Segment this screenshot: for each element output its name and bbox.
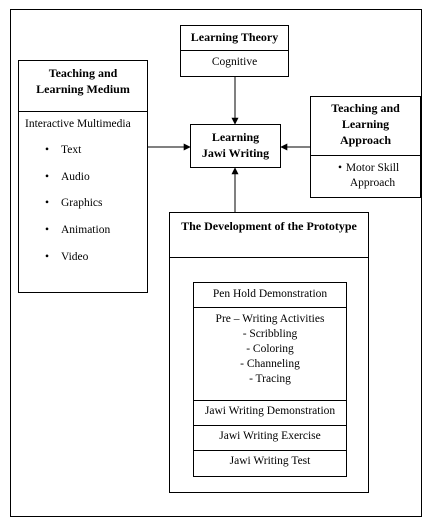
- approach-title-line-3: Approach: [339, 133, 392, 147]
- learning-jawi-writing-box: Learning Jawi Writing: [190, 124, 281, 168]
- approach-divider: [311, 155, 420, 156]
- pre-writing-channeling: - Channeling: [240, 358, 300, 370]
- step-divider: [194, 450, 346, 451]
- approach-title-line-1: Teaching and: [331, 101, 400, 115]
- center-title-line-1: Learning: [211, 130, 260, 144]
- teaching-medium-title-line-2: Learning Medium: [36, 82, 130, 96]
- list-item: Graphics: [19, 196, 147, 211]
- learning-theory-item: Cognitive: [211, 56, 258, 68]
- list-item: Animation: [19, 223, 147, 238]
- approach-bullet: •: [338, 162, 343, 174]
- prototype-box: The Development of the Prototype Pen Hol…: [169, 212, 369, 493]
- teaching-medium-box: Teaching and Learning Medium Interactive…: [18, 60, 148, 293]
- learning-theory-box: Learning Theory Cognitive: [180, 25, 289, 77]
- approach-item-line-1: Motor Skill: [345, 162, 400, 174]
- prototype-steps-box: Pen Hold Demonstration Pre – Writing Act…: [193, 282, 347, 477]
- step-exercise: Jawi Writing Exercise: [219, 430, 321, 442]
- step-divider: [194, 307, 346, 308]
- center-title-line-2: Jawi Writing: [201, 146, 270, 160]
- step-demonstration: Jawi Writing Demonstration: [204, 405, 336, 417]
- prototype-divider: [170, 257, 368, 258]
- learning-theory-divider: [181, 50, 288, 51]
- diagram-frame: [10, 9, 422, 517]
- step-test: Jawi Writing Test: [229, 455, 311, 467]
- teaching-medium-divider: [19, 111, 147, 112]
- interactive-multimedia-heading: Interactive Multimedia: [25, 118, 131, 130]
- list-item: Text: [19, 143, 147, 158]
- pre-writing-scribbling: - Scribbling: [242, 328, 298, 340]
- step-divider: [194, 425, 346, 426]
- pre-writing-tracing: - Tracing: [249, 373, 291, 385]
- approach-title-line-2: Learning: [341, 117, 390, 131]
- list-item: Video: [19, 250, 147, 265]
- pre-writing-coloring: - Coloring: [246, 343, 294, 355]
- step-divider: [194, 400, 346, 401]
- approach-item-line-2: Approach: [349, 177, 396, 189]
- list-item: Audio: [19, 170, 147, 185]
- learning-theory-title: Learning Theory: [190, 30, 279, 44]
- teaching-approach-box: Teaching and Learning Approach Motor Ski…: [310, 96, 421, 198]
- step-pen-hold: Pen Hold Demonstration: [212, 288, 328, 300]
- prototype-title: The Development of the Prototype: [181, 219, 357, 233]
- teaching-medium-title-line-1: Teaching and: [48, 66, 118, 80]
- step-pre-writing-title: Pre – Writing Activities: [215, 313, 325, 325]
